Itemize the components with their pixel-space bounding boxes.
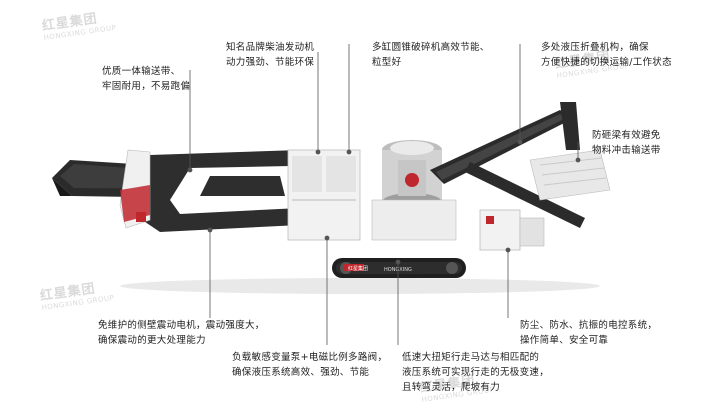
- cone-crusher: [371, 140, 457, 241]
- main-frame: [120, 150, 330, 232]
- callout-vibrating-motor: 免维护的侧壁震动电机，震动强度大，确保震动的更大处理能力: [98, 320, 265, 346]
- track-plate-left: 红星集团: [348, 265, 368, 272]
- callout-conveyor: 优质一体输送带、牢固耐用，不易跑偏: [102, 66, 191, 92]
- callout-hydraulic-fold: 多处液压折叠机构，确保方便快捷的切换运输/工作状态: [541, 42, 672, 68]
- callout-track-drive: 低速大扭矩行走马达与相匹配的液压系统可实现行走的无极变速，且转弯灵活，爬坡有力: [402, 352, 550, 393]
- control-box: [479, 209, 545, 251]
- callout-load-sensing: 负载敏感变量泵+电磁比例多路阀，确保液压系统高效、强劲、节能: [232, 352, 388, 378]
- callout-magnet-beam: 防砸梁有效避免物料冲击输送带: [592, 130, 661, 156]
- discharge-conveyor: [430, 102, 585, 228]
- callout-leaders: [187, 44, 581, 345]
- callout-crusher: 多缸圆锥破碎机高效节能、粒型好: [372, 42, 490, 68]
- feed-hopper: [119, 149, 151, 229]
- callout-engine: 知名品牌柴油发动机动力强劲、节能环保: [226, 42, 315, 68]
- callout-control-system: 防尘、防水、抗振的电控系统，操作简单、安全可靠: [520, 320, 658, 346]
- engine-housing: [287, 149, 361, 241]
- side-cover-right: [529, 149, 611, 201]
- crawler-track: [332, 258, 466, 278]
